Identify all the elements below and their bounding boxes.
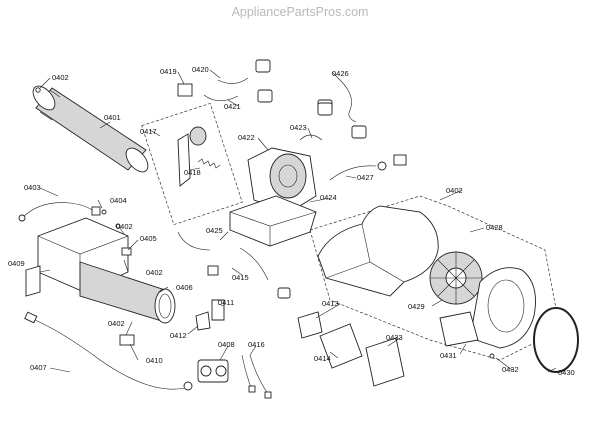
wire-0415[interactable]	[239, 247, 291, 299]
duct-0414[interactable]	[319, 323, 363, 369]
label-0418[interactable]: 0418	[184, 168, 201, 177]
bracket-0433[interactable]	[365, 337, 405, 387]
label-0413[interactable]: 0413	[322, 299, 339, 308]
thermostat-0404[interactable]	[91, 206, 107, 216]
thermal-fuse-0410[interactable]	[119, 334, 135, 346]
label-0432[interactable]: 0432	[502, 365, 519, 374]
label-0423[interactable]: 0423	[290, 123, 307, 132]
label-0424[interactable]: 0424	[320, 193, 337, 202]
watermark: AppliancePartsPros.com	[232, 5, 369, 19]
label-0402[interactable]: 0402	[108, 319, 125, 328]
switch-0419[interactable]	[177, 83, 193, 97]
label-0417[interactable]: 0417	[140, 127, 157, 136]
label-0402[interactable]: 0402	[146, 268, 163, 277]
wire-0426[interactable]	[317, 79, 367, 139]
wire-harness-0416[interactable]	[241, 354, 272, 399]
label-0430[interactable]: 0430	[558, 368, 575, 377]
label-0406[interactable]: 0406	[176, 283, 193, 292]
gas-valve-0408[interactable]	[197, 359, 229, 383]
label-0405[interactable]: 0405	[140, 234, 157, 243]
label-0403[interactable]: 0403	[24, 183, 41, 192]
label-0402[interactable]: 0402	[116, 222, 133, 231]
duct-cylinder-0401[interactable]	[29, 82, 152, 176]
label-0404[interactable]: 0404	[110, 196, 127, 205]
seal-ring-0430[interactable]	[533, 307, 579, 373]
label-0408[interactable]: 0408	[218, 340, 235, 349]
label-0412[interactable]: 0412	[170, 331, 187, 340]
blower-housing-0428[interactable]	[317, 205, 439, 297]
label-0410[interactable]: 0410	[146, 356, 163, 365]
screw-0402[interactable]	[35, 87, 41, 93]
wire-0425[interactable]	[177, 231, 219, 276]
label-0422[interactable]: 0422	[238, 133, 255, 142]
label-0414[interactable]: 0414	[314, 354, 331, 363]
label-0411[interactable]: 0411	[218, 298, 234, 307]
label-0426[interactable]: 0426	[332, 69, 349, 78]
blower-cover-0431[interactable]	[439, 267, 536, 349]
spring-0418[interactable]	[197, 158, 221, 169]
wire-0420[interactable]	[217, 59, 271, 84]
bracket-0413[interactable]	[297, 311, 323, 339]
blower-wheel-0429[interactable]	[429, 251, 483, 305]
label-0431[interactable]: 0431	[440, 351, 457, 360]
label-0427[interactable]: 0427	[357, 173, 374, 182]
motor-bracket-0424[interactable]	[229, 195, 317, 247]
label-0416[interactable]: 0416	[248, 340, 265, 349]
heater-housing-0406[interactable]	[37, 217, 176, 324]
label-0420[interactable]: 0420	[192, 65, 209, 74]
part-labels: 0402 0401 0403 0404 0402 0405 0402 0406 …	[8, 65, 575, 377]
idler-pulley-0417[interactable]	[177, 126, 207, 187]
leader-lines	[39, 69, 557, 373]
label-0433[interactable]: 0433	[386, 333, 403, 342]
label-0409[interactable]: 0409	[8, 259, 25, 268]
sensor-0427[interactable]	[329, 154, 407, 181]
label-0402[interactable]: 0402	[446, 186, 463, 195]
power-cord-0407[interactable]	[24, 311, 193, 391]
label-0401[interactable]: 0401	[104, 113, 121, 122]
drive-motor-0422[interactable]	[247, 147, 317, 213]
label-0429[interactable]: 0429	[408, 302, 425, 311]
label-0407[interactable]: 0407	[30, 363, 47, 372]
label-0402[interactable]: 0402	[52, 73, 69, 82]
wire-harness-0403[interactable]	[18, 202, 93, 222]
screw-0432[interactable]	[489, 353, 495, 359]
label-0415[interactable]: 0415	[232, 273, 249, 282]
label-0428[interactable]: 0428	[486, 223, 503, 232]
bracket-0409[interactable]	[25, 265, 41, 297]
bracket-0412[interactable]	[195, 311, 211, 331]
label-0419[interactable]: 0419	[160, 67, 177, 76]
wire-0421[interactable]	[203, 89, 273, 103]
label-0421[interactable]: 0421	[224, 102, 241, 111]
sensor-0405[interactable]	[115, 223, 132, 256]
label-0425[interactable]: 0425	[206, 226, 223, 235]
